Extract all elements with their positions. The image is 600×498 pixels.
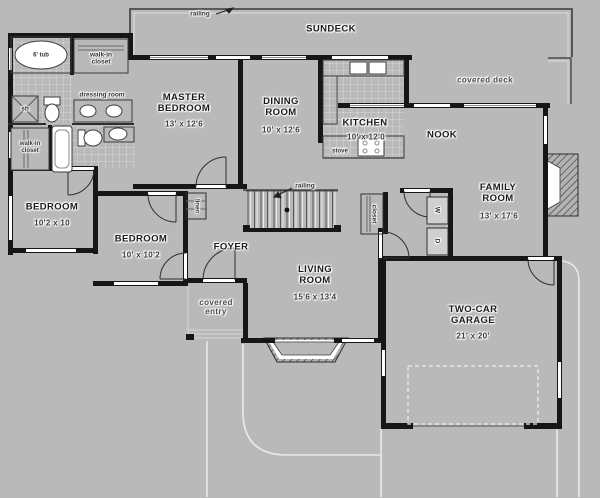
bay-window — [263, 337, 349, 363]
label-linen: linen — [193, 198, 200, 214]
room-label-sundeck: SUNDECK — [306, 23, 356, 35]
stairs — [243, 190, 341, 232]
room-label-foyer: FOYER — [213, 241, 249, 253]
label-railing-stairs: railing — [295, 182, 315, 190]
room-label-family-room: FAMILY ROOM — [479, 182, 517, 204]
label-dryer: D — [433, 238, 441, 244]
label-shower: sh — [21, 105, 29, 113]
door-swings — [67, 156, 555, 286]
dims-bedroom-middle: 10' x 10'2 — [122, 250, 160, 260]
railing-arrows — [215, 7, 293, 199]
label-tub: 6' tub — [33, 52, 49, 59]
label-covered-entry: covered entry — [199, 297, 233, 316]
label-stove: stove — [332, 148, 348, 155]
door-openings — [68, 167, 554, 282]
room-label-master-bedroom: MASTER BEDROOM — [157, 92, 211, 114]
room-label-kitchen: KITCHEN — [342, 117, 388, 129]
label-railing-sundeck: railing — [190, 10, 210, 18]
room-label-dining-room: DINING ROOM — [263, 96, 299, 118]
dims-bedroom-left: 10'2 x 10 — [34, 218, 70, 228]
room-label-living-room: LIVING ROOM — [297, 264, 333, 286]
label-walkin-closet-master: walk-in closet — [89, 51, 113, 66]
room-label-bedroom-middle: BEDROOM — [114, 233, 168, 245]
dims-kitchen: 10' x 12'0 — [347, 132, 385, 142]
label-covered-deck: covered deck — [457, 75, 513, 85]
fireplace — [545, 153, 579, 217]
garage-door — [407, 365, 539, 427]
laundry-units — [426, 196, 449, 256]
windows — [9, 48, 561, 398]
label-coat-closet: closet — [370, 204, 378, 224]
kitchen-fixtures — [322, 59, 405, 159]
dims-master-bedroom: 13' x 12'6 — [165, 119, 203, 129]
dims-living-room: 15'6 x 13'4 — [293, 292, 337, 302]
dims-garage: 21' x 20' — [456, 331, 490, 341]
room-label-garage: TWO-CAR GARAGE — [448, 304, 498, 326]
label-washer: W — [433, 206, 441, 214]
dims-dining-room: 10' x 12'6 — [262, 125, 300, 135]
label-walkin-closet-hall: walk-in closet — [19, 141, 41, 154]
driveway-walkway-lines — [206, 260, 580, 497]
entry-steps — [187, 285, 243, 339]
dims-family-room: 13' x 17'6 — [480, 211, 518, 221]
second-bath-fixtures — [10, 125, 135, 173]
closet-boxes — [185, 192, 384, 235]
room-label-bedroom-left: BEDROOM — [25, 201, 79, 213]
master-bath-fixtures — [10, 36, 133, 123]
label-dressing-room: dressing room — [79, 91, 125, 99]
room-label-nook: NOOK — [426, 129, 458, 141]
